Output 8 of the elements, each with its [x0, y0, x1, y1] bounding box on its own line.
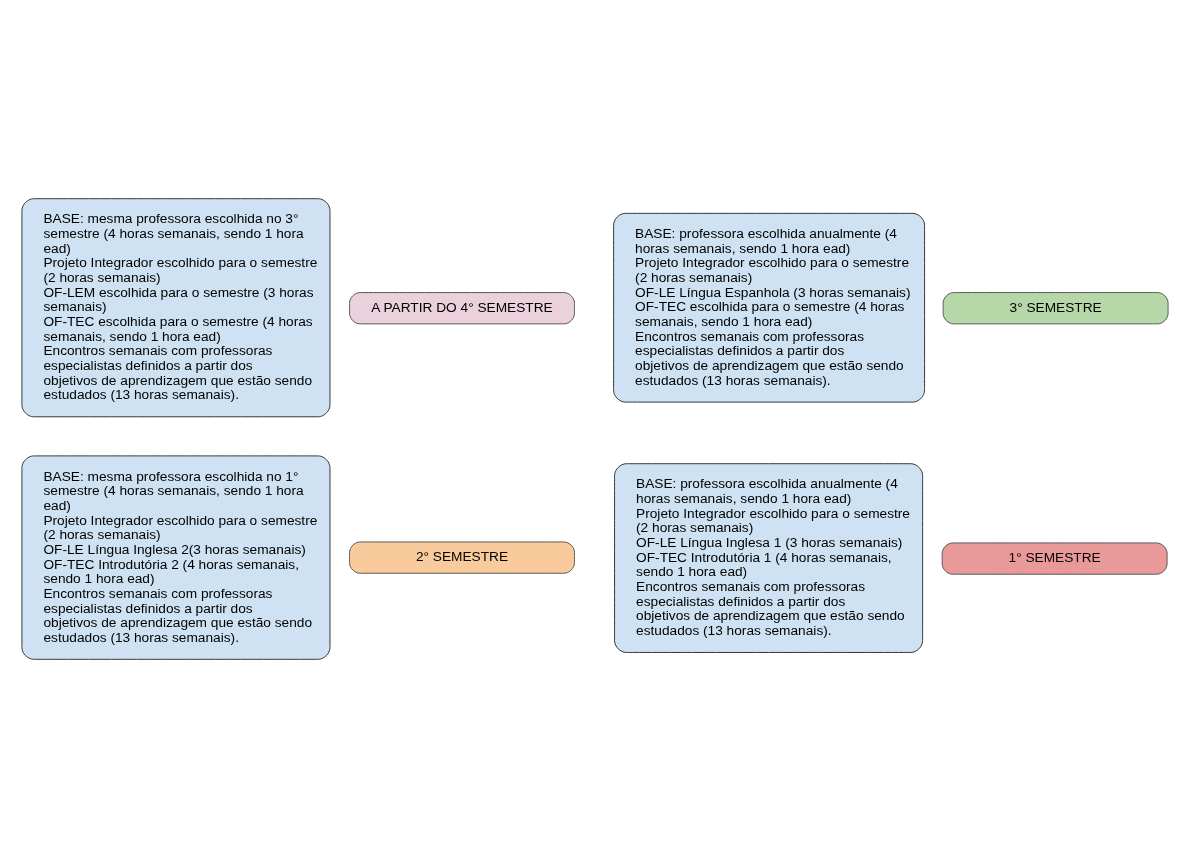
- node-box: BASE: mesma professora escolhida no 3° semestre (4 horas semanais, sendo 1 hora ead) Projeto Integrador escolhido para o semestre (2 horas semanais) OF-LEM escolhida para o semestre (3 horas semanais) OF-TEC escolhida para o semestre (4 horas semanais, sendo 1 hora ead) Encontros semanais com professoras especialistas definidos a partir dos objetivos de aprendizagem que estão sendo estudados (13 horas semanais).: [21, 197, 331, 417]
- node-box: 1° SEMESTRE: [941, 541, 1168, 575]
- node-box: BASE: professora escolhida anualmente (4 horas semanais, sendo 1 hora ead) Projeto Integrador escolhido para o semestre (2 horas semanais) OF-LE Língua Inglesa 1 (3 horas semanais) OF-TEC Introdutória 1 (4 horas semanais, sendo 1 hora ead) Encontros semanais com professoras especialistas definidos a partir dos objetivos de aprendizagem que estão sendo estudados (13 horas semanais).: [614, 462, 924, 653]
- node-box: BASE: mesma professora escolhida no 1° semestre (4 horas semanais, sendo 1 hora ead) Projeto Integrador escolhido para o semestre (2 horas semanais) OF-LE Língua Inglesa 2(3 horas semanais) OF-TEC Introdutória 2 (4 horas semanais, sendo 1 hora ead) Encontros semanais com professoras especialistas definidos a partir dos objetivos de aprendizagem que estão sendo estudados (13 horas semanais).: [21, 454, 331, 660]
- node-box: A PARTIR DO 4° SEMESTRE: [349, 291, 575, 324]
- node-box: 3° SEMESTRE: [942, 291, 1169, 324]
- node-box: BASE: professora escolhida anualmente (4 horas semanais, sendo 1 hora ead) Projeto Integrador escolhido para o semestre (2 horas semanais) OF-LE Língua Espanhola (3 horas semanais) OF-TEC escolhida para o semestre (4 horas semanais, sendo 1 hora ead) Encontros semanais com professoras especialistas definidos a partir dos objetivos de aprendizagem que estão sendo estudados (13 horas semanais).: [613, 212, 926, 403]
- node-box: 2° SEMESTRE: [349, 540, 575, 574]
